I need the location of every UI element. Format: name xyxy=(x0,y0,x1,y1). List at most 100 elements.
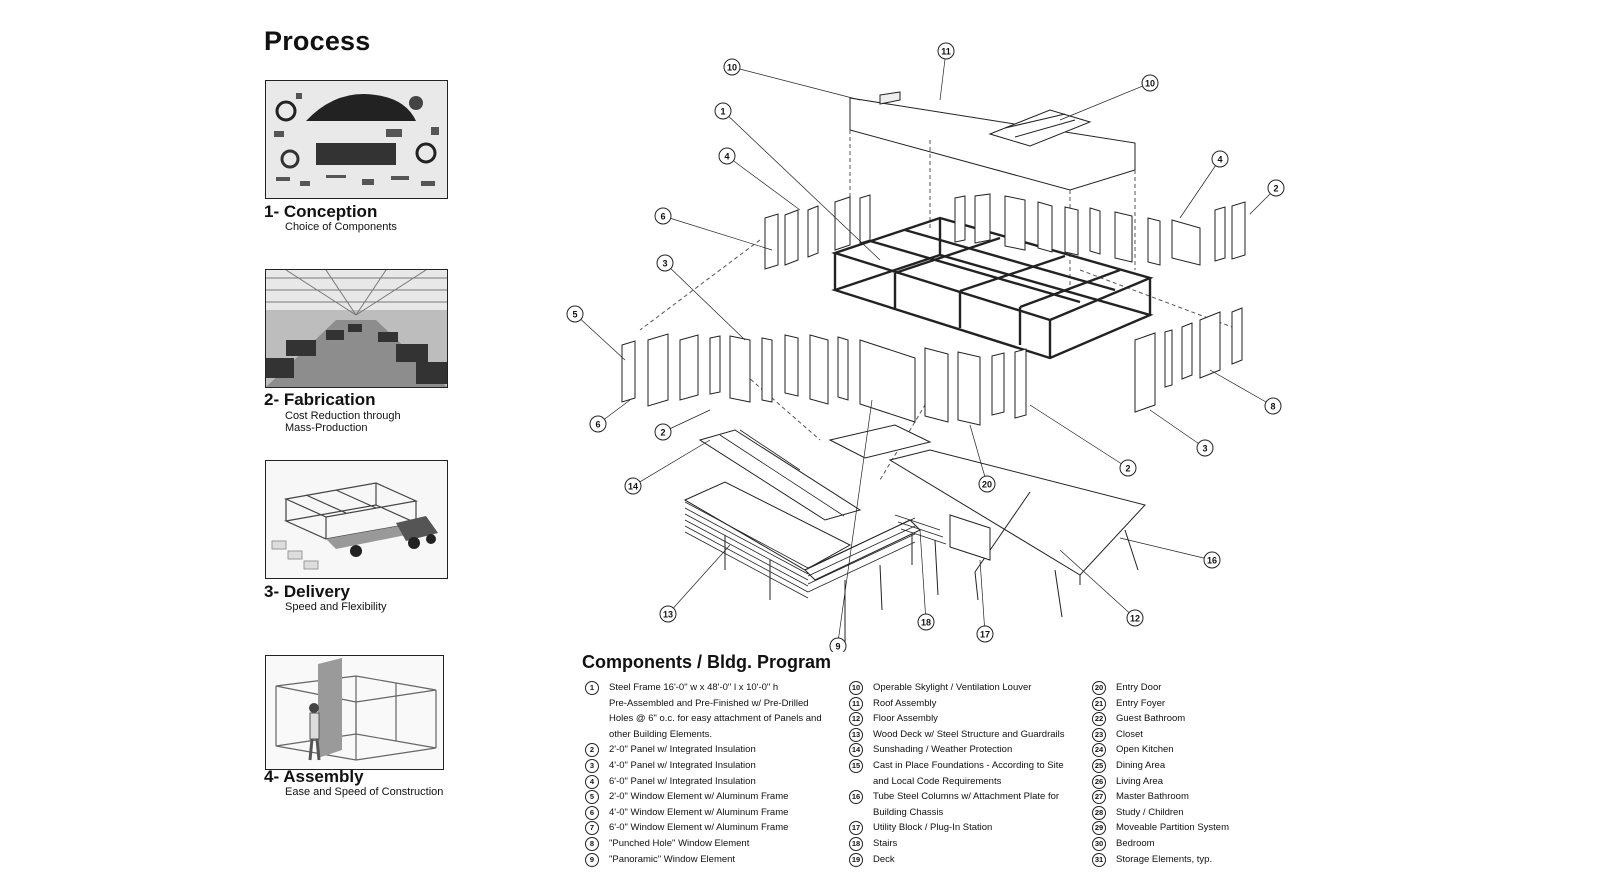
legend-item: 28 Study / Children xyxy=(1092,805,1272,821)
callout-marker: 4 xyxy=(1211,150,1229,168)
callout-number: 18 xyxy=(921,618,931,628)
step-heading: 4- Assembly xyxy=(264,767,364,786)
callout-number: 6 xyxy=(660,212,665,222)
legend-text: Wood Deck w/ Steel Structure and Guardra… xyxy=(873,728,1065,740)
legend-number-badge: 15 xyxy=(849,758,863,773)
legend-number-badge: 1 xyxy=(585,681,599,695)
step-subtitle: Speed and Flexibility xyxy=(285,601,387,613)
legend-text: 4'-0" Window Element w/ Aluminum Frame xyxy=(609,806,789,818)
legend-item: 14 Sunshading / Weather Protection xyxy=(849,742,1079,758)
legend-number-badge: 17 xyxy=(849,821,863,836)
legend-number-badge: 6 xyxy=(585,805,599,820)
legend-text: Closet xyxy=(1116,728,1143,740)
legend-number-badge: 28 xyxy=(1092,805,1106,820)
legend-text: and Local Code Requirements xyxy=(873,775,1002,787)
legend-number-badge: 16 xyxy=(849,790,863,805)
legend-column: 10 Operable Skylight / Ventilation Louver… xyxy=(849,680,1079,867)
callout-number: 4 xyxy=(1217,155,1222,165)
legend-text: 2'-0" Panel w/ Integrated Insulation xyxy=(609,744,756,756)
callout-marker: 2 xyxy=(1267,179,1285,197)
page-title: Process xyxy=(264,26,371,56)
legend-number-badge: 20 xyxy=(1092,681,1106,695)
legend-text: other Building Elements. xyxy=(609,728,712,740)
callout-number: 13 xyxy=(663,610,673,620)
callout-marker: 3 xyxy=(1196,439,1214,457)
callout-marker: 13 xyxy=(659,605,677,623)
callout-marker: 17 xyxy=(976,625,994,643)
callout-number: 3 xyxy=(1202,444,1207,454)
callout-number: 20 xyxy=(982,480,992,490)
callout-number: 11 xyxy=(941,47,951,57)
legend-text: Operable Skylight / Ventilation Louver xyxy=(873,682,1032,693)
legend-text: Tube Steel Columns w/ Attachment Plate f… xyxy=(873,791,1060,803)
legend-number-badge: 14 xyxy=(849,743,863,758)
legend-item: 10 Operable Skylight / Ventilation Louver xyxy=(849,680,1079,696)
step-heading: 3- Delivery xyxy=(264,582,350,601)
legend-number-badge: 9 xyxy=(585,852,599,867)
legend-text: Utility Block / Plug-In Station xyxy=(873,822,993,834)
legend-number-badge: 18 xyxy=(849,836,863,851)
legend-text: Building Chassis xyxy=(873,806,944,818)
legend-text: 4'-0" Panel w/ Integrated Insulation xyxy=(609,759,756,771)
callout-marker: 16 xyxy=(1203,551,1221,569)
callout-marker: 9 xyxy=(829,637,847,652)
legend-number-badge: 7 xyxy=(585,821,599,836)
legend-text: Sunshading / Weather Protection xyxy=(873,744,1013,756)
callout-marker: 14 xyxy=(624,477,642,495)
callout-number: 3 xyxy=(662,259,667,269)
legend-number-badge: 4 xyxy=(585,774,599,789)
callout-number: 5 xyxy=(572,310,577,320)
legend-number-badge: 24 xyxy=(1092,743,1106,758)
callout-number: 2 xyxy=(1125,464,1130,474)
callout-number: 1 xyxy=(720,107,725,117)
legend-item: 6 4'-0" Window Element w/ Aluminum Frame xyxy=(585,805,835,821)
callout-number: 12 xyxy=(1130,614,1140,624)
legend-number-badge: 10 xyxy=(849,681,863,695)
legend-text: Master Bathroom xyxy=(1116,791,1189,803)
callout-number: 6 xyxy=(595,420,600,430)
legend-number-badge: 21 xyxy=(1092,696,1106,711)
delivery-photo xyxy=(265,460,448,579)
callout-number: 17 xyxy=(980,630,990,640)
callout-number: 2 xyxy=(1273,184,1278,194)
legend-text: Guest Bathroom xyxy=(1116,713,1186,725)
legend-text: Floor Assembly xyxy=(873,713,938,725)
legend-text: Stairs xyxy=(873,837,898,849)
legend-text: Entry Door xyxy=(1116,682,1162,693)
callout-number: 9 xyxy=(835,642,840,652)
legend-text: Storage Elements, typ. xyxy=(1116,853,1213,865)
legend-text: Pre-Assembled and Pre-Finished w/ Pre-Dr… xyxy=(609,697,809,709)
legend-item: 9"Panoramic" Window Element xyxy=(585,852,835,868)
legend-number-badge: 31 xyxy=(1092,852,1106,867)
legend-text: "Punched Hole" Window Element xyxy=(609,837,750,849)
callout-marker: 4 xyxy=(718,147,736,165)
callout-marker: 6 xyxy=(589,415,607,433)
legend-text: 2'-0" Window Element w/ Aluminum Frame xyxy=(609,791,789,803)
step-subtitle: Ease and Speed of Construction xyxy=(285,786,444,798)
legend-text: Open Kitchen xyxy=(1116,744,1174,756)
callout-marker: 2 xyxy=(654,423,672,441)
legend-text: Study / Children xyxy=(1116,806,1184,818)
legend-number-badge: 26 xyxy=(1092,774,1106,789)
legend-text: Roof Assembly xyxy=(873,697,937,709)
callout-marker: 6 xyxy=(654,207,672,225)
callout-marker: 18 xyxy=(917,613,935,631)
step-heading: 1- Conception xyxy=(264,202,378,221)
legend-item: 17 Utility Block / Plug-In Station xyxy=(849,820,1079,836)
legend-number-badge: 3 xyxy=(585,758,599,773)
legend-text: Bedroom xyxy=(1116,837,1155,849)
legend-item: 20 Entry Door xyxy=(1092,680,1272,696)
assembly-photo xyxy=(265,655,444,770)
